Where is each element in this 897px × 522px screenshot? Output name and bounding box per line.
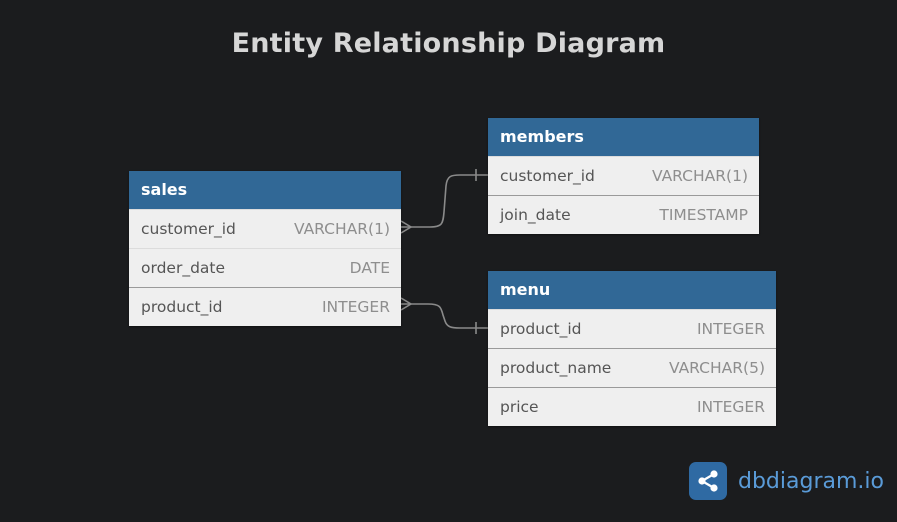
- column-name: product_id: [141, 298, 223, 316]
- table-row[interactable]: product_id INTEGER: [129, 287, 401, 326]
- column-type: INTEGER: [321, 298, 390, 316]
- brand-name: dbdiagram.io: [738, 468, 884, 494]
- table-menu[interactable]: menu product_id INTEGER product_name VAR…: [488, 271, 776, 426]
- column-type: DATE: [349, 259, 390, 277]
- column-name: order_date: [141, 259, 226, 277]
- column-name: customer_id: [141, 220, 236, 238]
- table-header[interactable]: members: [488, 118, 759, 156]
- column-name: product_id: [500, 320, 582, 338]
- table-row[interactable]: price INTEGER: [488, 387, 776, 426]
- link-sales-members[interactable]: [400, 169, 488, 234]
- column-name: customer_id: [500, 167, 595, 185]
- table-sales[interactable]: sales customer_id VARCHAR(1) order_date …: [129, 171, 401, 326]
- column-type: VARCHAR(1): [651, 167, 748, 185]
- table-members[interactable]: members customer_id VARCHAR(1) join_date…: [488, 118, 759, 234]
- diagram-title: Entity Relationship Diagram: [231, 28, 666, 59]
- table-row[interactable]: product_name VARCHAR(5): [488, 348, 776, 387]
- column-type: INTEGER: [696, 398, 765, 416]
- table-row[interactable]: order_date DATE: [129, 248, 401, 287]
- crowfoot-many-marker: [400, 297, 413, 311]
- table-header[interactable]: menu: [488, 271, 776, 309]
- column-name: product_name: [500, 359, 612, 377]
- column-name: join_date: [500, 206, 571, 224]
- link-sales-menu[interactable]: [400, 297, 488, 334]
- column-name: price: [500, 398, 539, 416]
- column-type: INTEGER: [696, 320, 765, 338]
- crowfoot-many-marker: [400, 220, 413, 234]
- table-header[interactable]: sales: [129, 171, 401, 209]
- share-nodes-icon: [689, 462, 727, 500]
- column-type: TIMESTAMP: [659, 206, 748, 224]
- link-line: [401, 303, 488, 329]
- table-row[interactable]: join_date TIMESTAMP: [488, 195, 759, 234]
- table-row[interactable]: customer_id VARCHAR(1): [488, 156, 759, 195]
- table-row[interactable]: customer_id VARCHAR(1): [129, 209, 401, 248]
- table-row[interactable]: product_id INTEGER: [488, 309, 776, 348]
- link-line: [401, 174, 488, 228]
- column-type: VARCHAR(1): [293, 220, 390, 238]
- brand-watermark[interactable]: dbdiagram.io: [689, 462, 884, 500]
- column-type: VARCHAR(5): [668, 359, 765, 377]
